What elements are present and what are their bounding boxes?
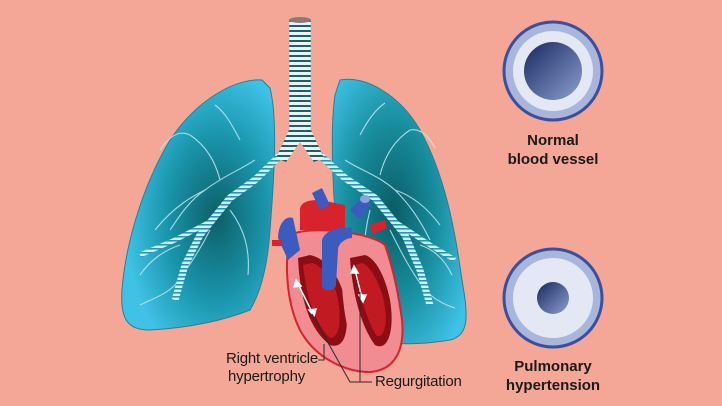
rv-label-line2: hypertrophy	[228, 368, 306, 385]
right-ventricle-hypertrophy-label: Right ventricle hypertrophy	[226, 350, 336, 386]
hypertension-vessel-label: Pulmonary hypertension	[493, 357, 613, 395]
normal-vessel-label: Normal blood vessel	[493, 131, 613, 169]
left-branch-bronchus	[139, 219, 212, 258]
left-main-bronchus	[171, 145, 291, 301]
right-branch-bronchus	[393, 219, 457, 263]
leader-lines	[311, 292, 372, 383]
carina	[276, 130, 324, 162]
trachea	[288, 19, 312, 141]
normal-vessel-label-line2: blood vessel	[507, 151, 599, 168]
right-main-bronchus	[309, 145, 434, 306]
trachea-top	[289, 17, 311, 23]
heart	[272, 188, 404, 383]
normal-vessel-label-line1: Normal	[527, 132, 579, 149]
regurgitation-label: Regurgitation	[375, 373, 462, 390]
hypertension-vessel-label-line2: hypertension	[505, 377, 601, 394]
left-lung	[121, 79, 276, 331]
rv-label-line1: Right ventricle	[226, 350, 319, 367]
hypertension-vessel-icon	[502, 247, 604, 349]
hypertension-vessel-label-line1: Pulmonary	[514, 358, 592, 375]
flow-arrows	[292, 264, 368, 318]
normal-vessel-icon	[502, 20, 604, 122]
